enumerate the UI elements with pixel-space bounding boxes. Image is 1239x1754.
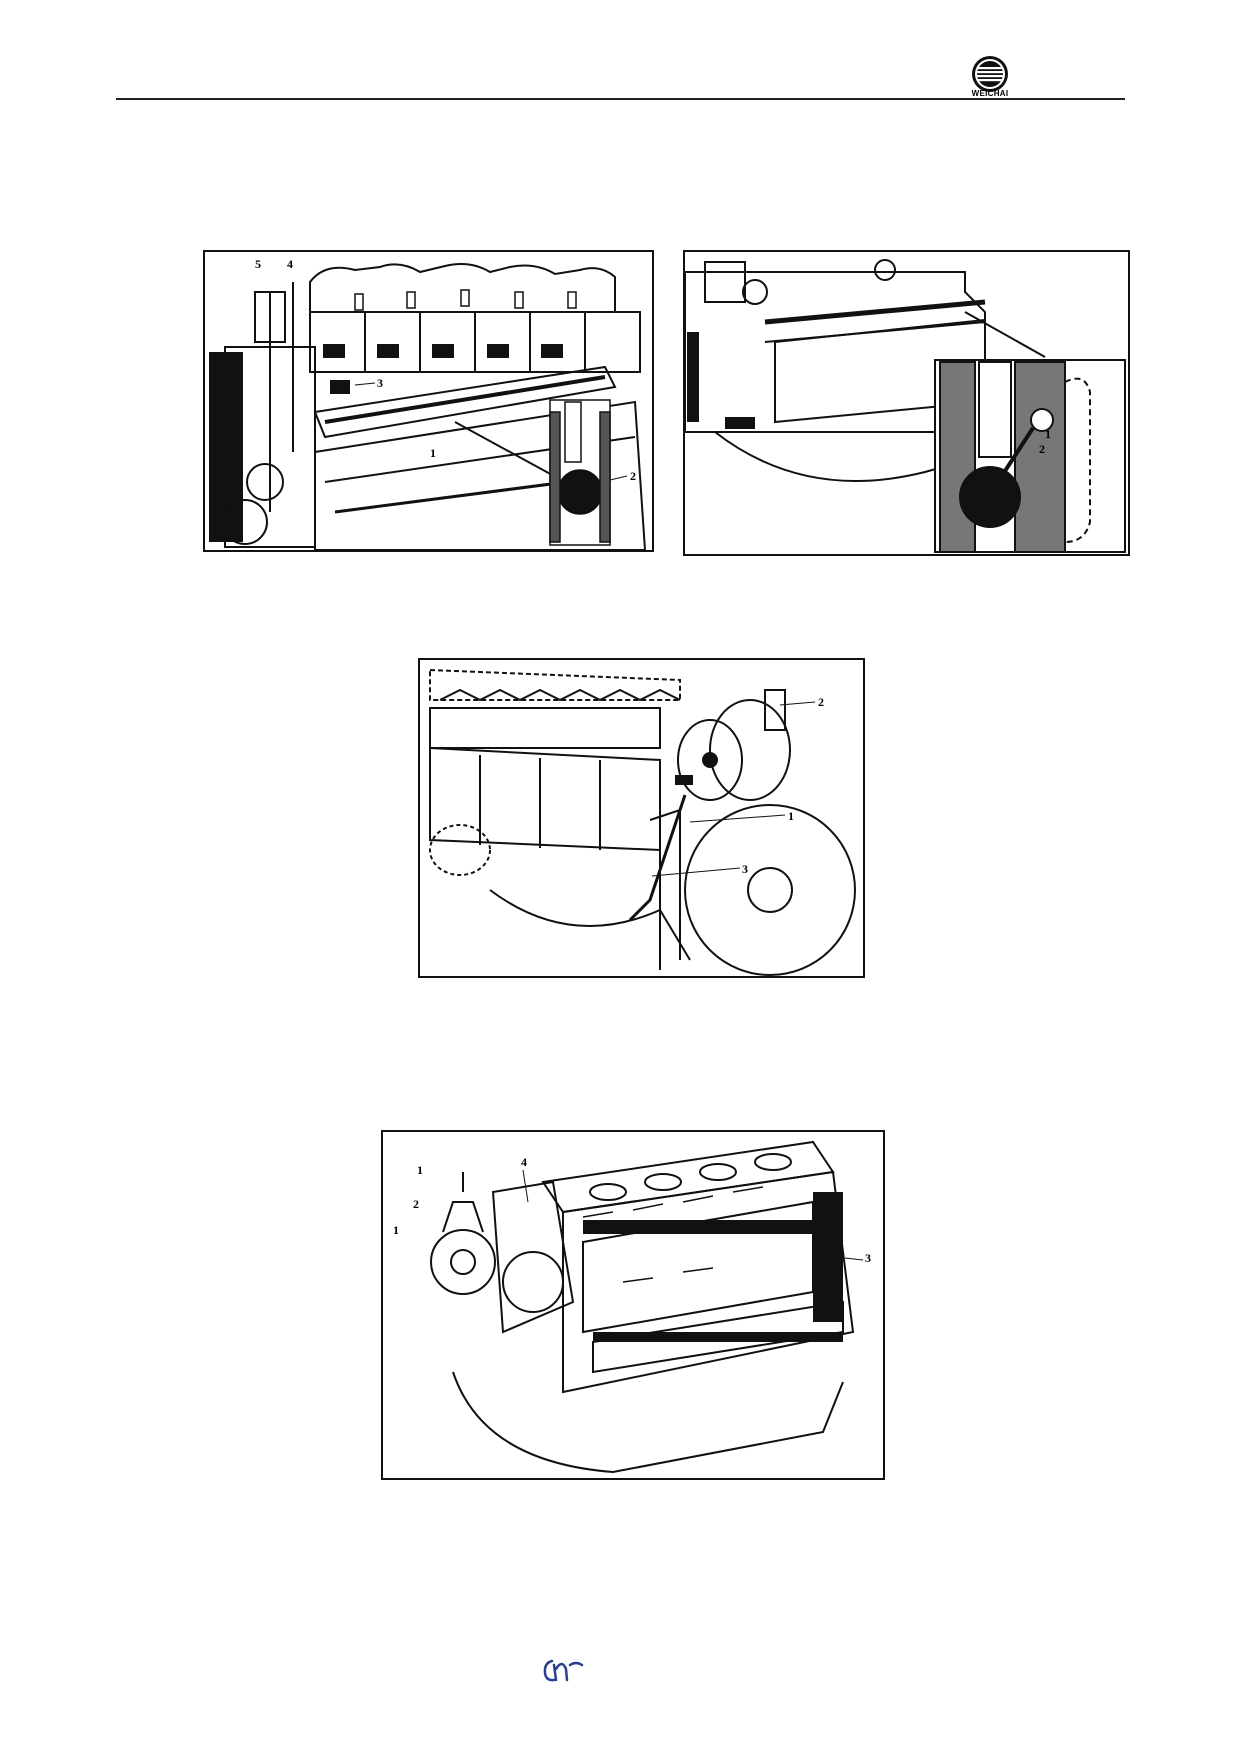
figure-turbocharger-oil-line: 2 1 3: [418, 658, 865, 978]
callout-1-side: 1: [393, 1223, 399, 1237]
callout-1: 1: [430, 446, 436, 460]
brand-name: WEICHAI: [971, 89, 1009, 98]
callout-4: 4: [521, 1155, 527, 1169]
weichai-logo-icon: [972, 56, 1008, 92]
callout-2: 2: [413, 1197, 419, 1211]
callout-1-top: 1: [417, 1163, 423, 1177]
callout-2: 2: [1039, 442, 1045, 456]
callout-2: 2: [818, 695, 824, 709]
callout-4: 4: [287, 257, 293, 271]
callout-5: 5: [255, 257, 261, 271]
figure-piston-cooling-nozzle: 1 2: [683, 250, 1130, 556]
figure-engine-coolant-flow: 1 4 2 1 3: [381, 1130, 885, 1480]
callout-1: 1: [788, 809, 794, 823]
handwritten-mark-icon: [543, 1659, 584, 1682]
figure-engine-oil-gallery: 5 4 3 1 2: [203, 250, 654, 552]
callout-3: 3: [742, 862, 748, 876]
callout-3: 3: [377, 376, 383, 390]
callout-2: 2: [630, 469, 636, 483]
callout-1: 1: [1045, 427, 1051, 441]
header-rule: [116, 98, 1125, 100]
callout-3: 3: [865, 1251, 871, 1265]
